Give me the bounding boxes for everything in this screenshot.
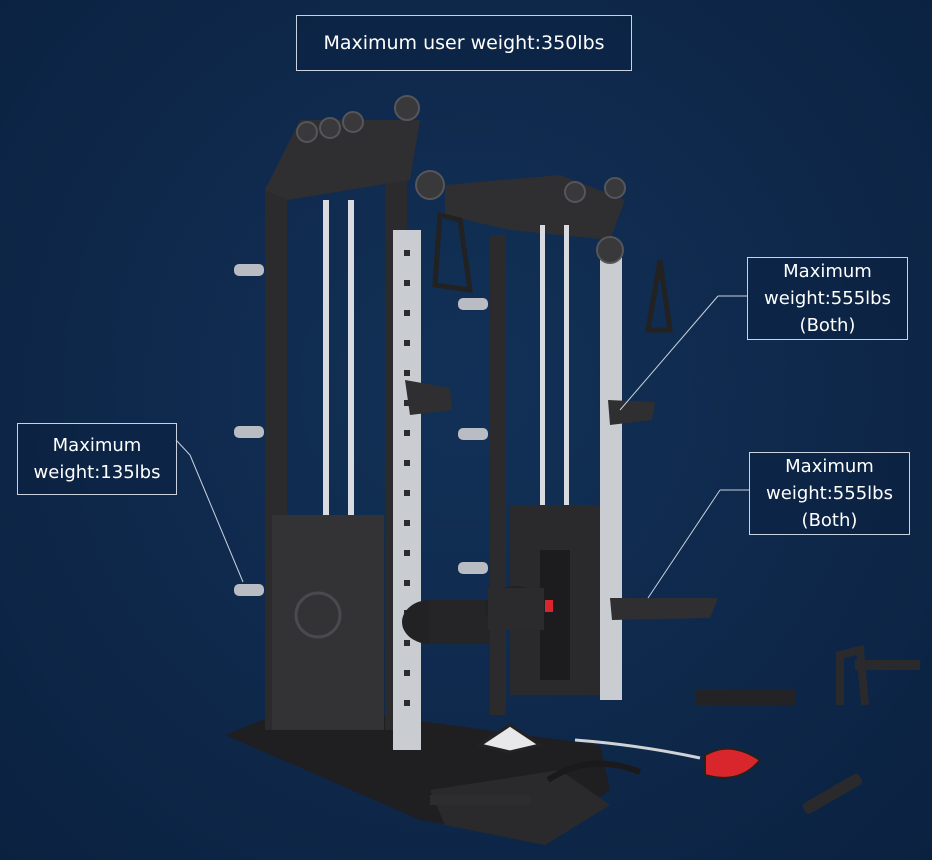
right-lower-weight-callout: Maximum weight:555lbs (Both) bbox=[749, 452, 910, 535]
straight-bar-attachment bbox=[802, 773, 863, 814]
leader-line bbox=[189, 454, 244, 583]
safety-arm bbox=[610, 598, 718, 620]
cable-handle bbox=[645, 259, 673, 333]
leader-line bbox=[619, 295, 719, 411]
guide-rod bbox=[540, 225, 545, 545]
weight-plates bbox=[540, 550, 570, 680]
logo-emblem bbox=[294, 591, 342, 639]
pin-accent bbox=[545, 600, 553, 612]
guide-rod bbox=[348, 200, 354, 515]
chain bbox=[574, 738, 701, 760]
right-upright bbox=[600, 250, 622, 700]
leg-roller bbox=[430, 600, 490, 644]
cable-handle bbox=[432, 211, 473, 293]
lat-bar-attachment bbox=[836, 644, 869, 706]
j-hook bbox=[405, 380, 452, 415]
leader-line bbox=[175, 439, 191, 456]
leg-roller bbox=[488, 588, 544, 630]
max-user-weight-callout: Maximum user weight:350lbs bbox=[296, 15, 632, 71]
base-bar bbox=[430, 795, 530, 805]
v-handle bbox=[476, 723, 544, 754]
left-weight-callout: Maximum weight:135lbs bbox=[17, 423, 177, 495]
tricep-rope bbox=[546, 760, 642, 783]
weight-stack-cover bbox=[272, 515, 384, 730]
guide-rod bbox=[323, 200, 329, 515]
ankle-strap bbox=[704, 747, 762, 779]
j-hook bbox=[608, 400, 655, 425]
landmine-attachment bbox=[695, 690, 795, 706]
base-plate-front bbox=[430, 770, 610, 845]
right-upper-weight-callout: Maximum weight:555lbs (Both) bbox=[747, 257, 908, 340]
lat-bar-handle bbox=[855, 660, 920, 670]
guide-rod bbox=[564, 225, 569, 545]
leader-line bbox=[647, 489, 721, 599]
